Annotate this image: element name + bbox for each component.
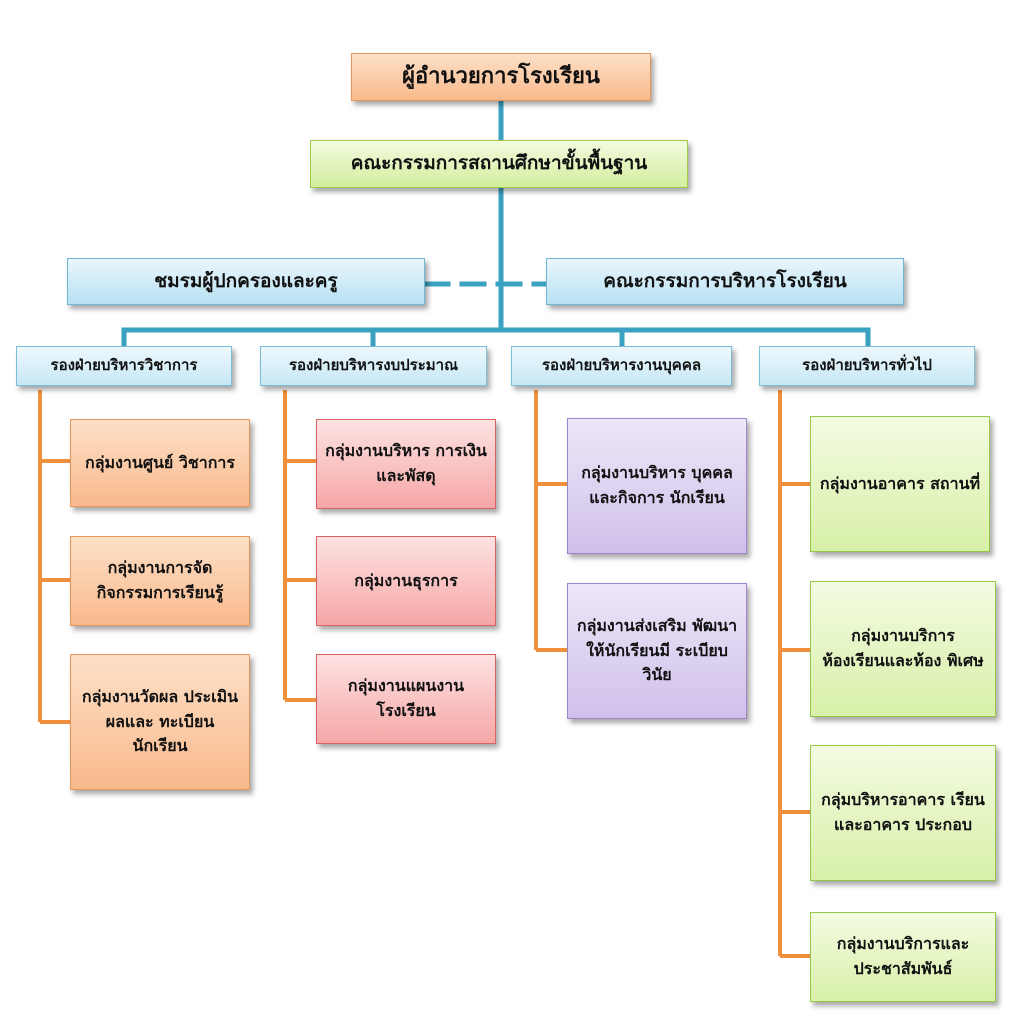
director-label: ผู้อำนวยการโรงเรียน <box>402 63 600 89</box>
board-label: คณะกรรมการสถานศึกษาขั้นพื้นฐาน <box>350 152 648 175</box>
admin-committee-label: คณะกรรมการบริหารโรงเรียน <box>603 269 847 292</box>
dept-header-label: รองฝ่ายบริหารวิชาการ <box>50 356 198 375</box>
group-label: กลุ่มงานบริการและ ประชาสัมพันธ์ <box>836 934 970 978</box>
group-box: กลุ่มงานวัดผล ประเมินผลและ ทะเบียนนักเรี… <box>70 654 250 790</box>
group-label: กลุ่มงานวัดผล ประเมินผลและ ทะเบียนนักเรี… <box>81 686 239 756</box>
group-label: กลุ่มบริหารอาคาร เรียนและอาคาร ประกอบ <box>821 790 985 834</box>
dept-header-label: รองฝ่ายบริหารงบประมาณ <box>288 356 459 375</box>
group-label: กลุ่มงานบริหาร บุคคลและกิจการ นักเรียน <box>581 463 733 507</box>
group-box: กลุ่มบริหารอาคาร เรียนและอาคาร ประกอบ <box>810 745 996 881</box>
group-box: กลุ่มงานส่งเสริม พัฒนาให้นักเรียนมี ระเบ… <box>567 583 747 719</box>
group-box: กลุ่มงานอาคาร สถานที่ <box>810 416 990 552</box>
dept-header-label: รองฝ่ายบริหารงานบุคคล <box>541 356 702 375</box>
group-label: กลุ่มงานอาคาร สถานที่ <box>819 473 981 493</box>
group-box: กลุ่มงานธุรการ <box>316 536 496 626</box>
dept-header-general: รองฝ่ายบริหารทั่วไป <box>759 346 975 386</box>
group-label: กลุ่มงานธุรการ <box>354 570 458 590</box>
group-label: กลุ่มงานการจัด กิจกรรมการเรียนรู้ <box>96 558 224 602</box>
dept-header-personnel: รองฝ่ายบริหารงานบุคคล <box>511 346 732 386</box>
group-box: กลุ่มงานบริการและ ประชาสัมพันธ์ <box>810 912 996 1002</box>
group-label: กลุ่มงานบริการ ห้องเรียนและห้อง พิเศษ <box>822 626 984 670</box>
group-box: กลุ่มงานบริการ ห้องเรียนและห้อง พิเศษ <box>810 581 996 717</box>
director-box: ผู้อำนวยการโรงเรียน <box>351 53 651 101</box>
group-label: กลุ่มงานบริหาร การเงินและพัสดุ <box>325 441 487 485</box>
dept-header-label: รองฝ่ายบริหารทั่วไป <box>802 356 932 375</box>
group-label: กลุ่มงานส่งเสริม พัฒนาให้นักเรียนมี ระเบ… <box>576 615 738 685</box>
group-box: กลุ่มงานศูนย์ วิชาการ <box>70 419 250 507</box>
parent-club-label: ชมรมผู้ปกครองและครู <box>154 269 338 292</box>
dept-header-academic: รองฝ่ายบริหารวิชาการ <box>16 346 232 386</box>
group-box: กลุ่มงานแผนงาน โรงเรียน <box>316 654 496 744</box>
board-box: คณะกรรมการสถานศึกษาขั้นพื้นฐาน <box>310 140 688 188</box>
group-box: กลุ่มงานบริหาร บุคคลและกิจการ นักเรียน <box>567 418 747 554</box>
admin-committee-box: คณะกรรมการบริหารโรงเรียน <box>546 258 904 305</box>
dept-header-budget: รองฝ่ายบริหารงบประมาณ <box>260 346 487 386</box>
group-label: กลุ่มงานแผนงาน โรงเรียน <box>347 676 465 720</box>
parent-club-box: ชมรมผู้ปกครองและครู <box>67 258 425 305</box>
group-box: กลุ่มงานบริหาร การเงินและพัสดุ <box>316 419 496 509</box>
group-label: กลุ่มงานศูนย์ วิชาการ <box>85 452 235 472</box>
group-box: กลุ่มงานการจัด กิจกรรมการเรียนรู้ <box>70 536 250 626</box>
